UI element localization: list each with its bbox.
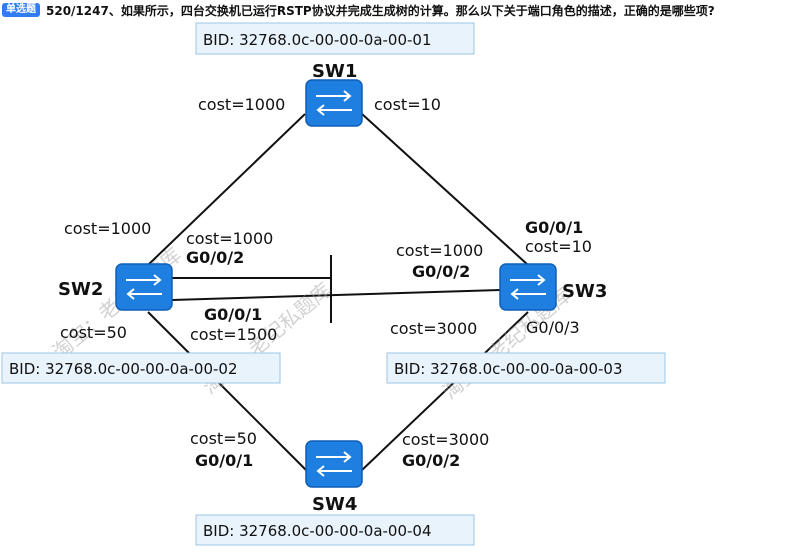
- question-header: 单选题 520/1247、如果所示，四台交换机已运行RSTP协议并完成生成树的计…: [2, 2, 715, 18]
- sw4-name: SW4: [312, 494, 357, 515]
- sw2-bid: BID: 32768.0c-00-00-0a-00-02: [9, 360, 238, 378]
- sw3-bid: BID: 32768.0c-00-00-0a-00-03: [394, 360, 623, 378]
- sw3-top-cost: cost=10: [525, 237, 592, 256]
- sw3-lower-port: G0/0/3: [526, 318, 580, 337]
- sw2-bid-box: BID: 32768.0c-00-00-0a-00-02: [1, 352, 281, 384]
- sw3-name: SW3: [562, 281, 607, 302]
- question-type-badge: 单选题: [2, 3, 40, 17]
- sw4-bid-box: BID: 32768.0c-00-00-0a-00-04: [195, 514, 475, 546]
- sw2-bottom-port-cost: cost=1500: [190, 325, 277, 344]
- link-sw3-sw4: [361, 311, 529, 471]
- sw1-bid-box: BID: 32768.0c-00-00-0a-00-01: [195, 22, 475, 55]
- sw1-left-cost: cost=1000: [198, 95, 285, 114]
- sw2-bottom-port: G0/0/1: [204, 305, 262, 324]
- sw2-switch-icon: [115, 263, 173, 311]
- sw4-left-port: G0/0/1: [195, 451, 253, 470]
- sw3-bid-box: BID: 32768.0c-00-00-0a-00-03: [386, 352, 666, 384]
- sw1-switch-icon: [305, 79, 363, 127]
- sw2-name: SW2: [58, 279, 103, 300]
- sw3-left-port: G0/0/2: [412, 262, 470, 281]
- sw2-upper-cost: cost=1000: [64, 219, 151, 238]
- sw3-left-cost: cost=1000: [396, 241, 483, 260]
- link-sw2-sw3-lower: [171, 289, 501, 301]
- link-sw1-sw3: [361, 113, 529, 266]
- question-text: 520/1247、如果所示，四台交换机已运行RSTP协议并完成生成树的计算。那么…: [46, 3, 715, 18]
- sw3-switch-icon: [499, 263, 557, 311]
- link-sw1-sw2: [147, 113, 306, 266]
- sw2-top-port: G0/0/2: [186, 248, 244, 267]
- sw4-right-cost: cost=3000: [402, 430, 489, 449]
- sw4-right-port: G0/0/2: [402, 451, 460, 470]
- sw4-left-cost: cost=50: [190, 429, 257, 448]
- sw2-lower-cost: cost=50: [60, 323, 127, 342]
- link-sw2-sw4: [147, 311, 307, 471]
- sw3-top-port: G0/0/1: [525, 218, 583, 237]
- sw1-right-cost: cost=10: [374, 95, 441, 114]
- sw1-bid: BID: 32768.0c-00-00-0a-00-01: [203, 31, 432, 49]
- sw2-top-port-cost: cost=1000: [186, 229, 273, 248]
- sw3-lower-cost: cost=3000: [390, 319, 477, 338]
- sw4-switch-icon: [305, 440, 363, 488]
- sw4-bid: BID: 32768.0c-00-00-0a-00-04: [203, 522, 432, 540]
- sw1-name: SW1: [312, 61, 357, 82]
